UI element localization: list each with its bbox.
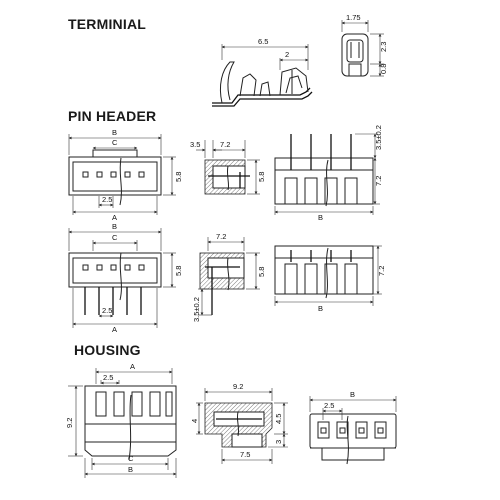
dim-c: C xyxy=(112,138,118,147)
dim-a: A xyxy=(130,362,135,371)
header-bottom-side-view: 7.2 5.8 3.5±0.2 xyxy=(192,232,266,322)
dim-w1: 9.2 xyxy=(233,382,243,391)
dim-terminal-short: 2 xyxy=(285,50,289,59)
dim-h: 5.8 xyxy=(174,266,183,276)
dim-terminal-h1: 2.3 xyxy=(379,42,388,52)
dim-h1: 4 xyxy=(190,419,199,423)
dim-tol: 3.5±0.2 xyxy=(374,125,383,150)
dim-tol: 3.5±0.2 xyxy=(192,297,201,322)
dim-h: 9.2 xyxy=(65,418,74,428)
header-bottom-back-view: 7.2 B xyxy=(274,245,386,313)
dim-b: 7.2 xyxy=(220,140,230,149)
dim-h: 5.8 xyxy=(174,172,183,182)
dim-pitch: 2.5 xyxy=(103,373,113,382)
dim-c: C xyxy=(128,454,134,463)
header-top-front-view: B C 5.8 2.5 A xyxy=(68,128,183,222)
dim-b: B xyxy=(112,128,117,137)
section-title-pin-header: PIN HEADER xyxy=(68,108,157,124)
section-title-housing: HOUSING xyxy=(74,342,141,358)
dim-pitch: 2.5 xyxy=(324,401,334,410)
dim-w: 7.2 xyxy=(216,232,226,241)
dim-a: A xyxy=(112,325,117,334)
dim-pitch: 2.5 xyxy=(102,306,112,315)
dim-h: 7.2 xyxy=(374,176,383,186)
dim-h: 7.2 xyxy=(377,266,386,276)
dim-w2: 7.5 xyxy=(240,450,250,459)
dim-c: C xyxy=(112,233,118,242)
dim-terminal-width: 1.75 xyxy=(346,13,361,22)
dim-b: B xyxy=(318,213,323,222)
dim-b: B xyxy=(112,222,117,231)
terminal-end-view: 1.75 2.3 0.8 xyxy=(341,13,388,77)
dim-a: 3.5 xyxy=(190,140,200,149)
housing-side-view: 9.2 7.5 4 4.5 3 xyxy=(190,382,288,464)
dim-b: B xyxy=(318,304,323,313)
dim-terminal-h2: 0.8 xyxy=(379,64,388,74)
dim-h: 5.8 xyxy=(257,267,266,277)
header-top-back-view: 3.5±0.2 7.2 B xyxy=(274,125,383,222)
section-title-terminal: TERMINIAL xyxy=(68,16,147,32)
header-bottom-front-view: B C 5.8 2.5 A xyxy=(68,222,183,334)
dim-pitch: 2.5 xyxy=(102,195,112,204)
header-top-side-view: 3.5 7.2 5.8 xyxy=(190,140,266,195)
housing-front-view: A 2.5 9.2 C B xyxy=(65,362,177,478)
housing-back-view: B 2.5 xyxy=(309,390,397,465)
dim-b: B xyxy=(350,390,355,399)
dim-h: 5.8 xyxy=(257,172,266,182)
dim-a: A xyxy=(112,213,117,222)
dim-b: B xyxy=(128,465,133,474)
terminal-side-view: 6.5 2 xyxy=(212,37,313,107)
dim-h2: 4.5 xyxy=(274,414,283,424)
dim-terminal-length: 6.5 xyxy=(258,37,268,46)
dim-h3: 3 xyxy=(274,440,283,444)
